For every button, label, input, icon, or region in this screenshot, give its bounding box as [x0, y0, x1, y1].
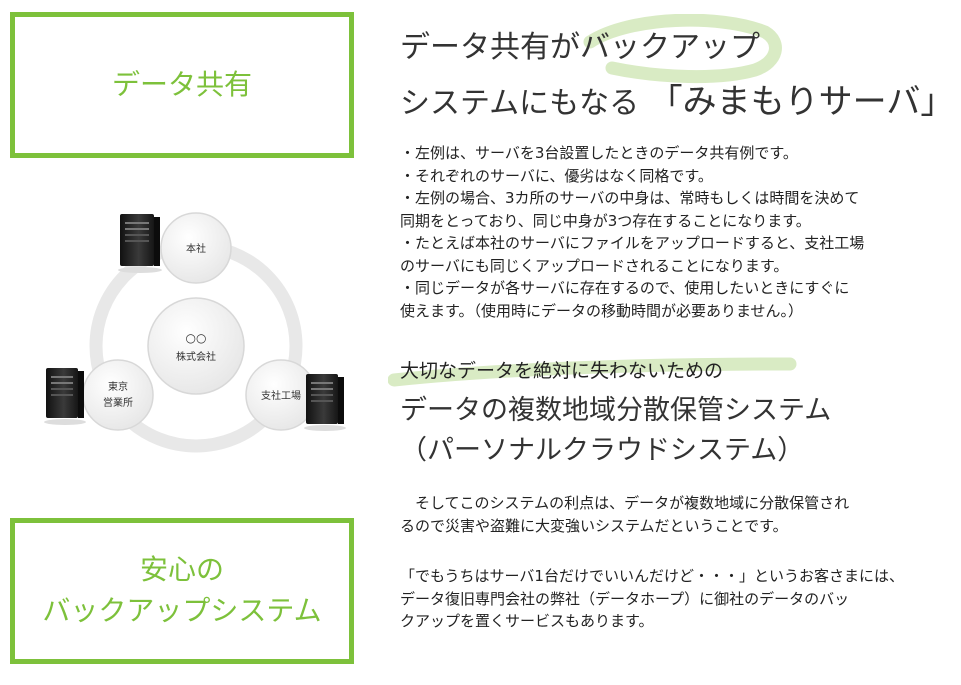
server-icon-headquarters	[118, 214, 162, 273]
section2-paragraph2: 「でもうちはサーバ1台だけでいいんだけど・・・」というお客さまには、 データ復旧…	[400, 565, 920, 633]
feature-bullet-list: ・左例は、サーバを3台設置したときのデータ共有例です。 ・それぞれのサーバに、優…	[400, 142, 920, 322]
bullet-line: ・それぞれのサーバに、優劣はなく同格です。	[400, 166, 713, 185]
paragraph-line: クアップを置くサービスもあります。	[400, 612, 654, 630]
headline-line1: データ共有がバックアップ	[400, 30, 760, 65]
backup-system-label: 安心の バックアップシステム	[42, 550, 321, 631]
node-headquarters	[160, 212, 232, 284]
backup-label-line1: 安心の	[139, 553, 224, 587]
bullet-line: ・左例は、サーバを3台設置したときのデータ共有例です。	[400, 144, 798, 162]
paragraph-line: るので災害や盗難に大変強いシステムだということです。	[400, 516, 788, 535]
section2-title-line1: データの複数地域分散保管システム	[400, 395, 832, 426]
headline-line2-prefix: システムにもなる	[400, 86, 640, 121]
bullet-line: 同期をとっており、同じ中身が3つ存在することになります。	[400, 211, 811, 230]
center-company-mark: ○○	[186, 331, 207, 345]
node-headquarters-label: 本社	[186, 242, 206, 255]
headline-product-name: 「みまもりサーバ」	[648, 82, 955, 122]
node-branch-factory-label: 支社工場	[261, 389, 301, 402]
bullet-line: ・同じデータが各サーバに存在するので、使用したいときにすぐに	[400, 279, 850, 297]
paragraph-line: そしてこのシステムの利点は、データが複数地域に分散保管され	[400, 494, 850, 512]
center-company-circle	[147, 297, 245, 395]
paragraph-line: データ復旧専門会社の弊社（データホープ）に御社のデータのバッ	[400, 589, 850, 608]
data-sharing-label: データ共有	[111, 67, 252, 101]
data-sharing-box: データ共有	[10, 12, 354, 158]
headline-line2: システムにもなる 「みまもりサーバ」	[400, 74, 954, 123]
server-icon-branch	[304, 374, 346, 431]
bullet-line: のサーバにも同じくアップロードされることになります。	[400, 256, 789, 275]
section2-subheading: 大切なデータを絶対に失わないための	[400, 360, 724, 382]
backup-label-line2: バックアップシステム	[42, 594, 322, 627]
bullet-line: 使えます。（使用時にデータの移動時間が必要ありません。）	[400, 301, 804, 320]
section2-title-line2: （パーソナルクラウドシステム）	[400, 435, 805, 466]
backup-system-box: 安心の バックアップシステム	[10, 518, 354, 664]
bullet-line: ・左例の場合、3カ所のサーバの中身は、常時もしくは時間を決めて	[400, 189, 860, 207]
node-tokyo-office	[82, 359, 154, 431]
server-sharing-diagram: ○○ 株式会社 本社 東京 営業所 支社工場	[44, 212, 346, 453]
node-tokyo-label-line2: 営業所	[103, 396, 133, 409]
node-tokyo-label-line1: 東京	[108, 380, 128, 393]
section2-paragraph1: そしてこのシステムの利点は、データが複数地域に分散保管され るので災害や盗難に大…	[400, 492, 920, 537]
center-company-label: 株式会社	[176, 350, 216, 363]
bullet-line: ・たとえば本社のサーバにファイルをアップロードすると、支社工場	[400, 234, 865, 252]
paragraph-line: 「でもうちはサーバ1台だけでいいんだけど・・・」というお客さまには、	[400, 567, 904, 585]
server-icon-tokyo	[44, 368, 86, 425]
